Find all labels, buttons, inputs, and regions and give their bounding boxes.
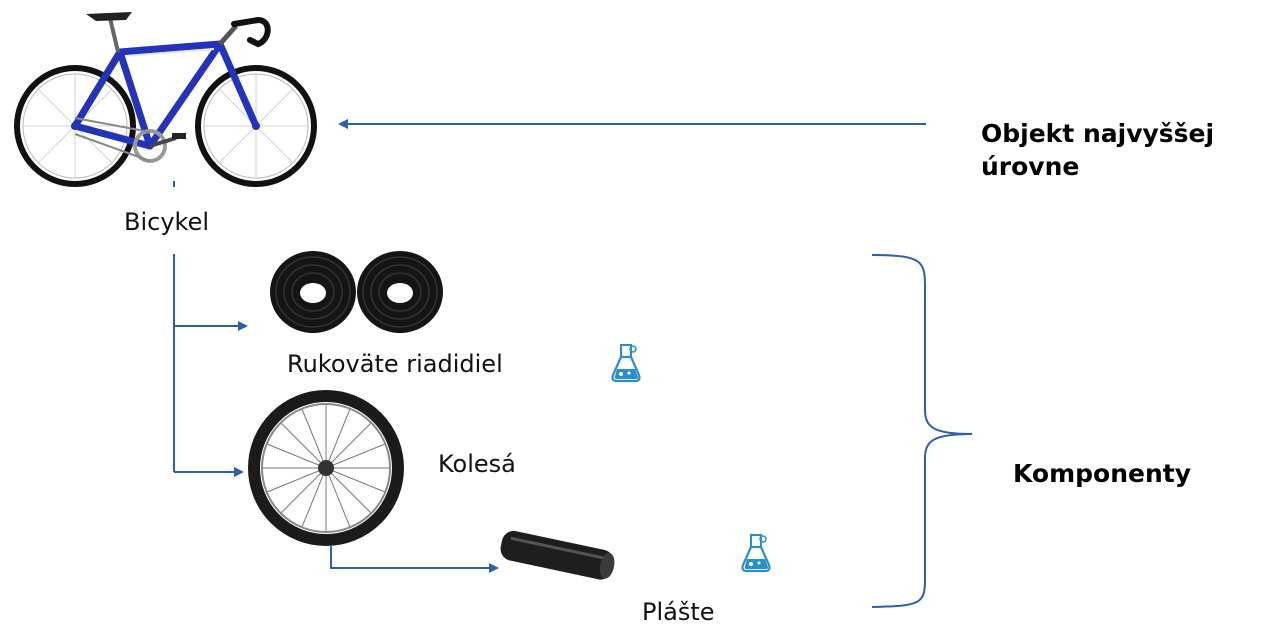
- handlebar-grips-label: Rukoväte riadidiel: [287, 350, 503, 378]
- chemical-flask-icon: [741, 534, 771, 573]
- top-level-annotation-line1: Objekt najvyššej: [981, 119, 1215, 148]
- bicycle-icon: [14, 12, 317, 187]
- components-brace: [871, 254, 973, 608]
- wheel-icon: [248, 390, 404, 546]
- tires-label: Plášte: [642, 598, 715, 626]
- components-annotation: Komponenty: [1013, 459, 1192, 488]
- tire-icon: [500, 530, 615, 580]
- arrow-to-tires: [330, 545, 499, 573]
- handlebar-tape-icon: [270, 251, 443, 333]
- chemical-flask-icon: [611, 344, 641, 383]
- top-level-annotation: Objekt najvyššej úrovne: [981, 117, 1214, 183]
- wheels-label: Kolesá: [438, 450, 516, 478]
- top-level-annotation-line2: úrovne: [981, 152, 1080, 181]
- bicycle-label: Bicykel: [124, 208, 210, 236]
- connectors: [173, 119, 973, 608]
